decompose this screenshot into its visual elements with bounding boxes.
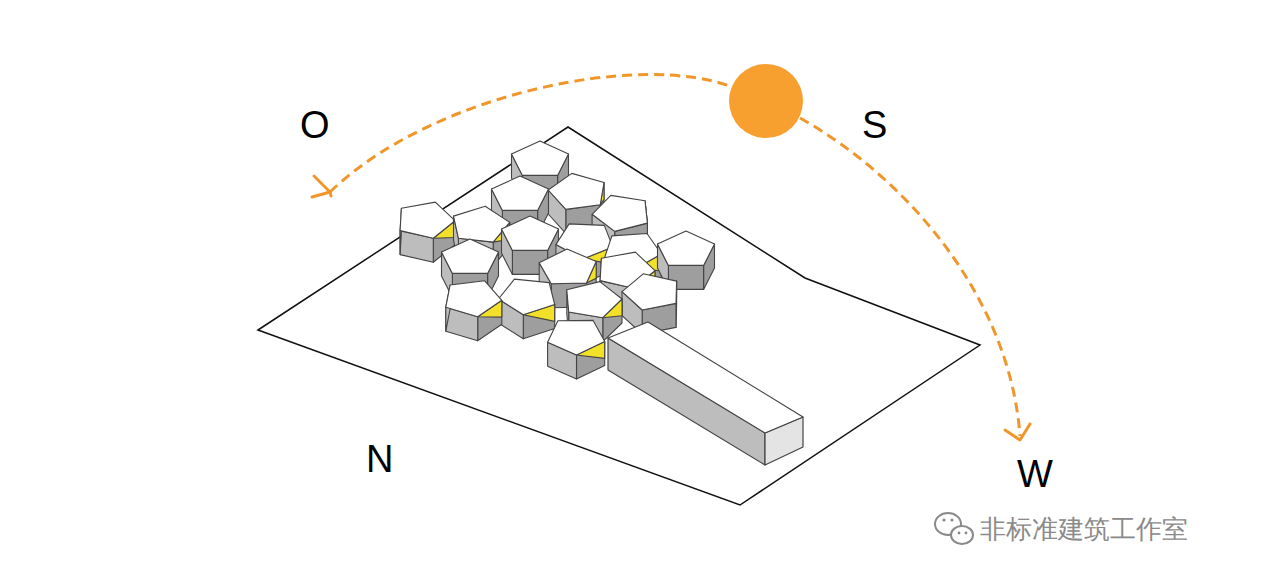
block-face	[492, 176, 549, 210]
block-face	[502, 216, 559, 250]
block-face	[567, 282, 622, 318]
site-outline	[258, 127, 980, 505]
block-face	[400, 202, 455, 238]
direction-label: W	[1017, 455, 1053, 493]
block-face	[446, 281, 502, 317]
block-face	[442, 239, 499, 273]
direction-label: N	[366, 440, 393, 478]
sun-path	[330, 75, 1020, 436]
block-face	[498, 279, 554, 315]
direction-label: S	[862, 106, 887, 144]
block-face	[658, 231, 715, 265]
sun-path-tail	[312, 176, 331, 197]
block-face	[622, 274, 677, 310]
block-face	[539, 249, 596, 284]
block-face	[548, 173, 604, 209]
block-face	[512, 141, 569, 175]
watermark: 非标准建筑工作室	[980, 516, 1188, 542]
block-face	[548, 320, 605, 355]
sun	[729, 64, 803, 138]
wechat-icon	[935, 513, 973, 544]
sun-path-arrowhead	[1005, 424, 1030, 440]
direction-label: O	[300, 106, 330, 144]
long-bar-building	[608, 322, 803, 465]
